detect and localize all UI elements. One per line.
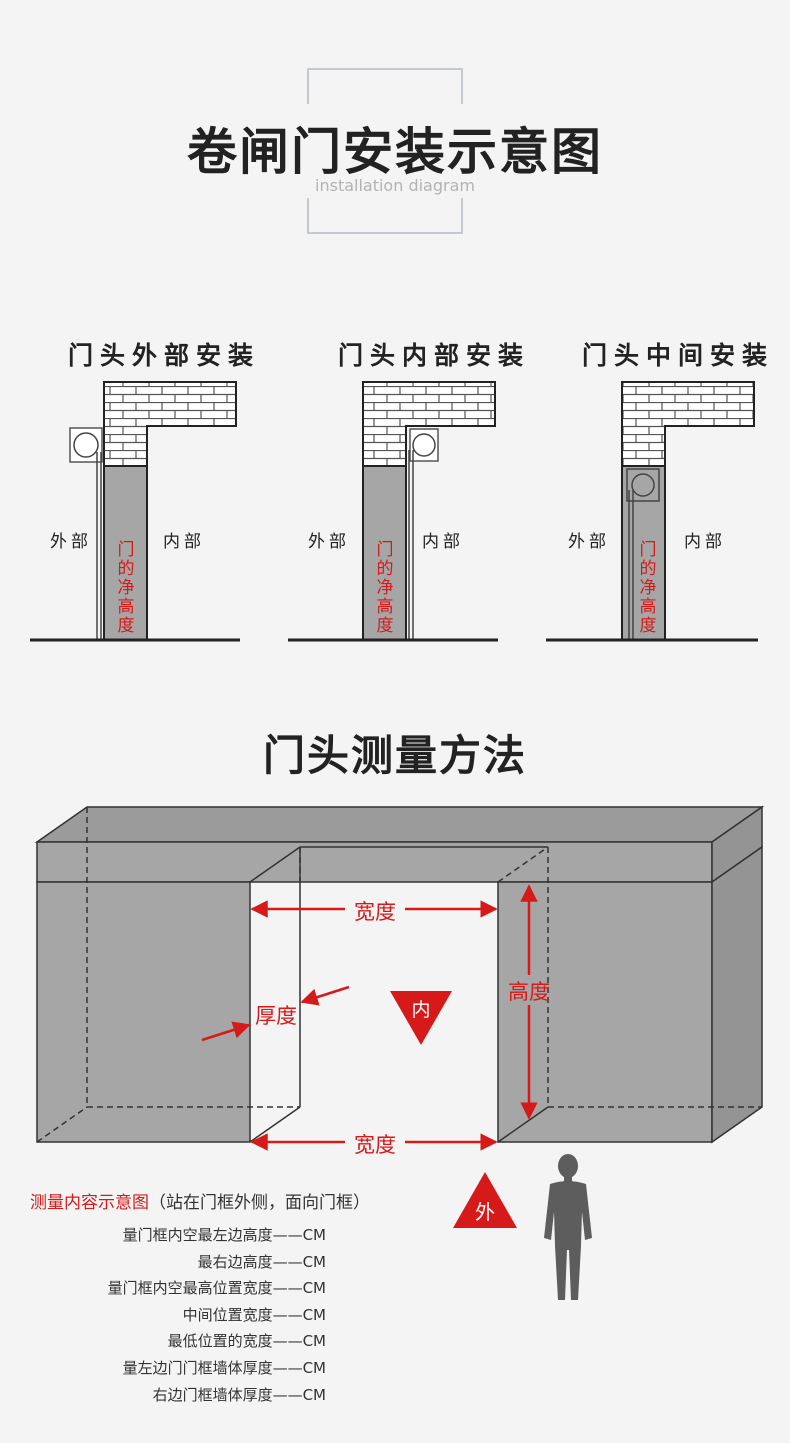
title-bracket-bottom (307, 198, 463, 234)
legend-heading-title: 测量内容示意图 (30, 1193, 149, 1213)
legend-line: 右边门框墙体厚度——CM (152, 1386, 326, 1404)
legend-line: 最右边高度——CM (197, 1253, 326, 1271)
legend-line: 量左边门门框墙体厚度——CM (122, 1359, 326, 1377)
height-label: 高度 (508, 980, 550, 1004)
legend-line: 中间位置宽度——CM (182, 1306, 326, 1324)
measure-diagram (34, 805, 765, 1151)
person-icon (544, 1154, 592, 1300)
panel-interior-outside-label: 外部 (308, 532, 350, 552)
width-top-label: 宽度 (354, 900, 396, 924)
legend-heading: 测量内容示意图（站在门框外侧，面向门框） (30, 1188, 370, 1213)
panel-diagram-exterior (30, 381, 240, 642)
panel-middle-height-label: 门的净高度 (639, 540, 657, 636)
panel-diagram-interior (288, 381, 498, 642)
panel-interior-height-label: 门的净高度 (376, 540, 394, 636)
panel-interior-inside-label: 内部 (422, 532, 464, 552)
panel-middle-outside-label: 外部 (568, 532, 610, 552)
outside-marker-icon (453, 1172, 517, 1228)
title-bracket-top (307, 68, 463, 104)
panel-middle-inside-label: 内部 (684, 532, 726, 552)
measure-title: 门头测量方法 (262, 731, 527, 780)
panel-exterior-inside-label: 内部 (163, 532, 205, 552)
width-bottom-label: 宽度 (354, 1133, 396, 1157)
panel-diagram-middle (546, 381, 758, 642)
panel-exterior-height-label: 门的净高度 (117, 540, 135, 636)
thickness-label: 厚度 (255, 1004, 297, 1028)
legend-line: 量门框内空最高位置宽度——CM (107, 1279, 326, 1297)
panel-title-interior: 门头内部安装 (338, 341, 531, 370)
panel-title-exterior: 门头外部安装 (68, 341, 261, 370)
legend-line: 量门框内空最左边高度——CM (122, 1226, 326, 1244)
outside-marker-label: 外 (475, 1200, 495, 1224)
page-subtitle: installation diagram (315, 176, 475, 195)
page-title: 卷闸门安装示意图 (187, 123, 603, 181)
legend-heading-note: （站在门框外侧，面向门框） (149, 1193, 370, 1213)
legend-line: 最低位置的宽度——CM (167, 1332, 326, 1350)
panel-exterior-outside-label: 外部 (50, 532, 92, 552)
inside-marker-label: 内 (411, 999, 431, 1021)
panel-title-middle: 门头中间安装 (582, 341, 775, 370)
